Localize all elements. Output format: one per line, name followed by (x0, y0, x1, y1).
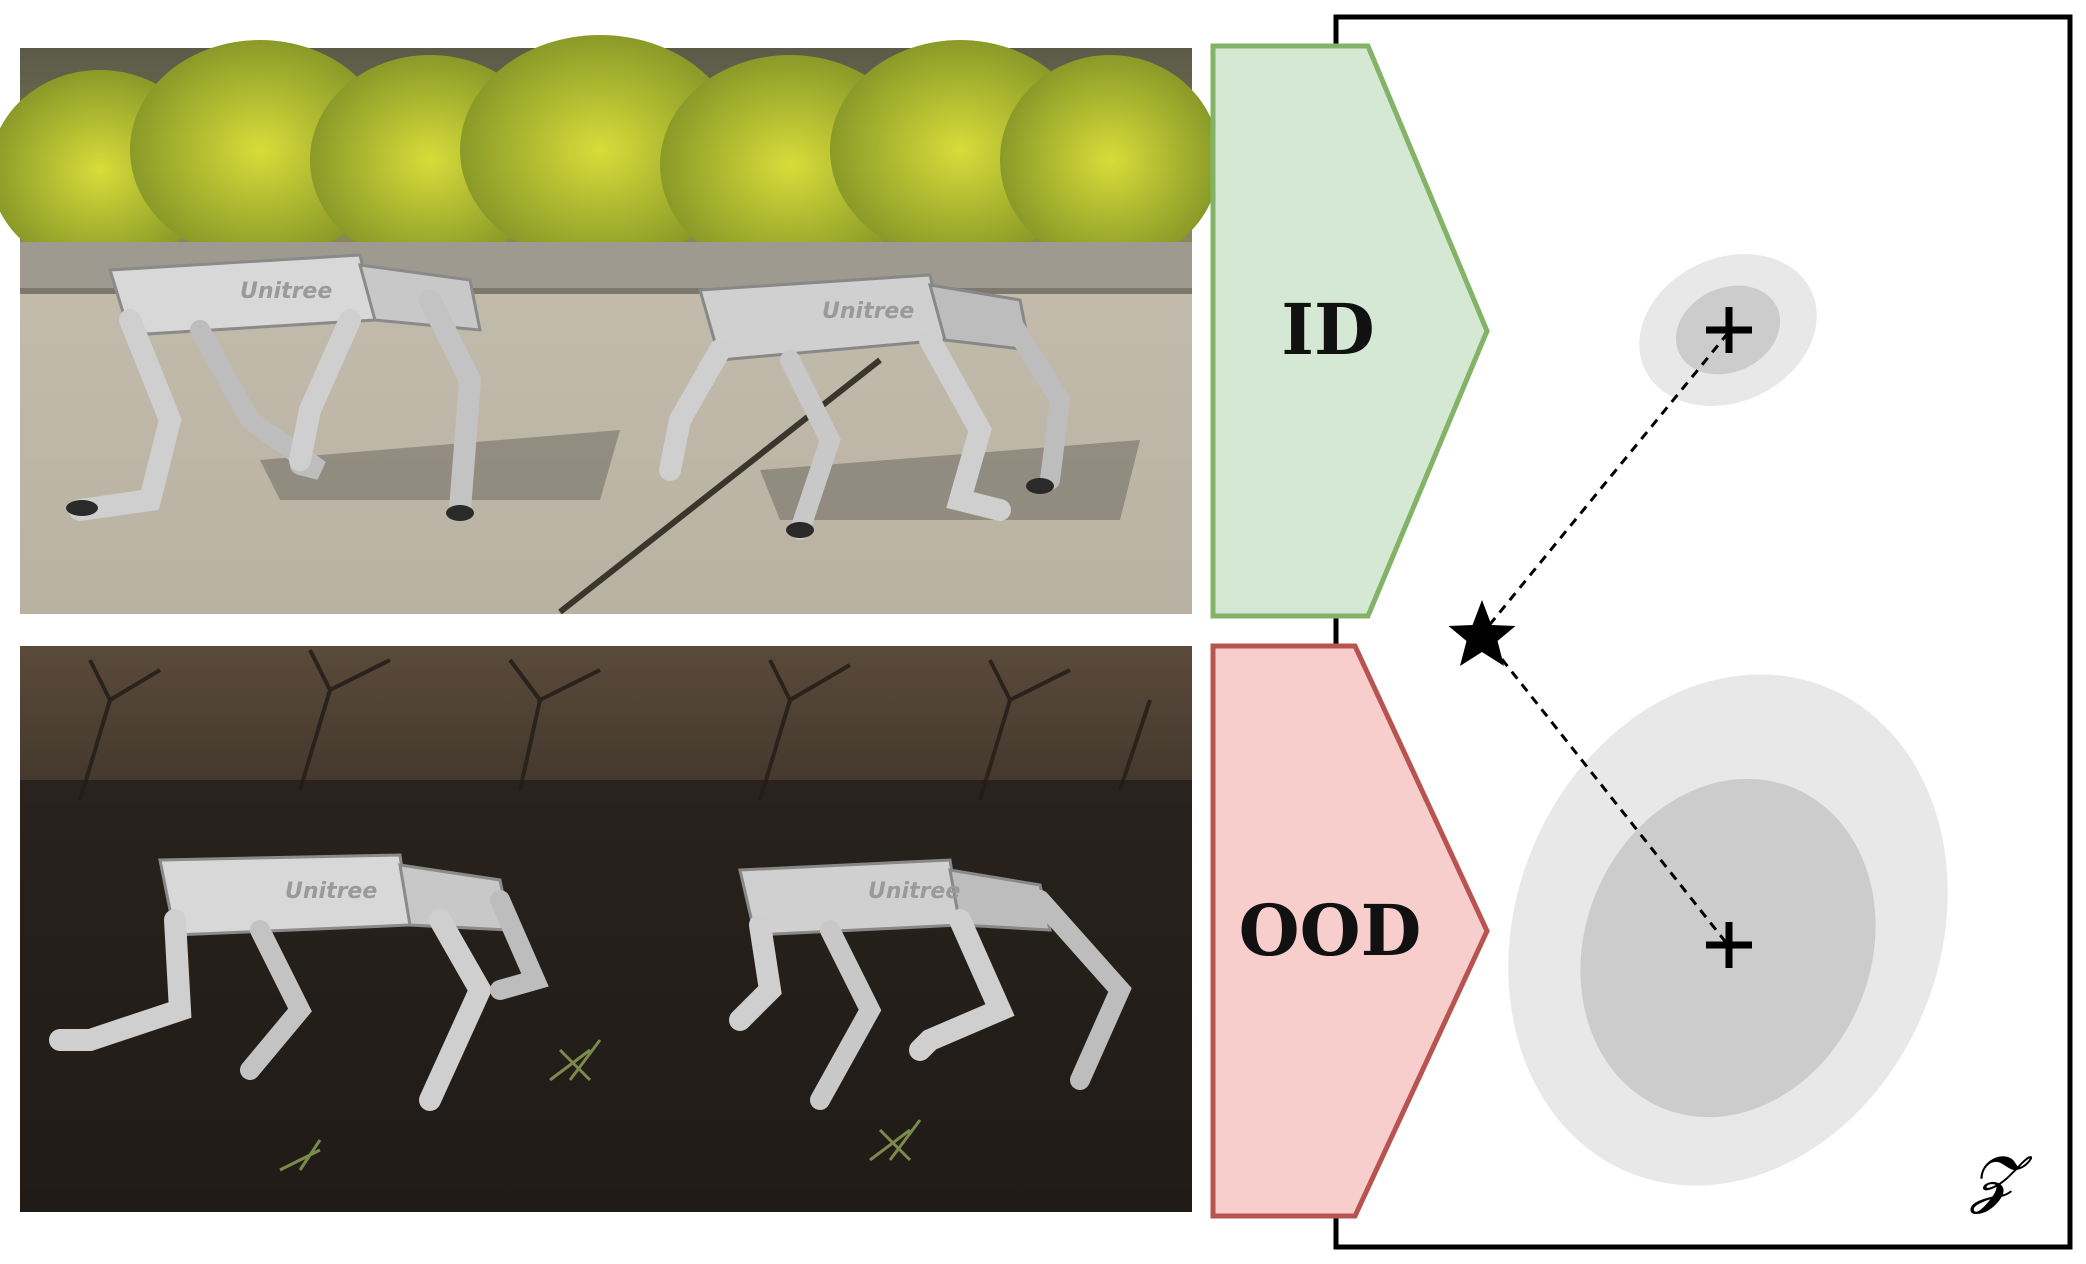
ood-arrow-box (1210, 643, 1490, 1219)
svg-text:Unitree: Unitree (240, 279, 332, 304)
svg-text:Unitree: Unitree (868, 879, 960, 904)
ood-label: OOD (1239, 889, 1422, 972)
bare-bushes (78, 649, 1152, 801)
in-distribution-photo: Unitree Unitree (0, 35, 1220, 615)
id-label: ID (1281, 288, 1374, 371)
robot-1: Unitree (66, 253, 482, 521)
distance-line-id (1480, 332, 1730, 635)
ood-center-plus-icon (1706, 922, 1752, 968)
query-star-icon (1448, 600, 1516, 666)
out-of-distribution-photo: Unitree Unitree (20, 646, 1192, 1212)
robot-2: Unitree (659, 273, 1071, 540)
id-arrow-box (1210, 43, 1490, 619)
shrubs (0, 35, 1220, 275)
distance-line-ood (1480, 633, 1730, 946)
robot-4: Unitree (729, 858, 1132, 1110)
svg-text:Unitree: Unitree (822, 299, 914, 324)
id-center-plus-icon (1706, 307, 1752, 353)
plants (279, 1039, 922, 1172)
svg-text:Unitree: Unitree (285, 879, 377, 904)
robot-3: Unitree (49, 853, 549, 1111)
